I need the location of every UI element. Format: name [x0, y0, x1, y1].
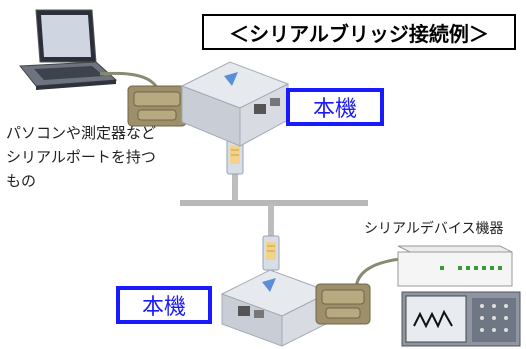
lan-connector-top [226, 139, 244, 175]
diagram-title: ＜シリアルブリッジ接続例＞ [202, 14, 516, 50]
serial-device-label: シリアルデバイス機器 [364, 221, 504, 237]
serial-device-icon [397, 245, 513, 287]
unit-label-top: 本機 [286, 88, 384, 126]
serial-bridge-unit-bottom [220, 269, 332, 347]
measurement-instrument-icon [401, 291, 521, 347]
db9-connector-bottom [315, 283, 371, 325]
lan-connector-bottom [262, 235, 280, 271]
pc-description-line: パソコンや測定器など [6, 124, 157, 142]
laptop-icon [19, 9, 118, 90]
pc-description-line: シリアルポートを持つ [6, 148, 156, 166]
unit-label-bottom: 本機 [116, 286, 212, 324]
db9-connector-top [127, 85, 187, 127]
pc-description: パソコンや測定器など シリアルポートを持つ もの [6, 121, 156, 193]
pc-description-line: もの [6, 172, 37, 190]
serial-bridge-unit-top [180, 61, 290, 147]
